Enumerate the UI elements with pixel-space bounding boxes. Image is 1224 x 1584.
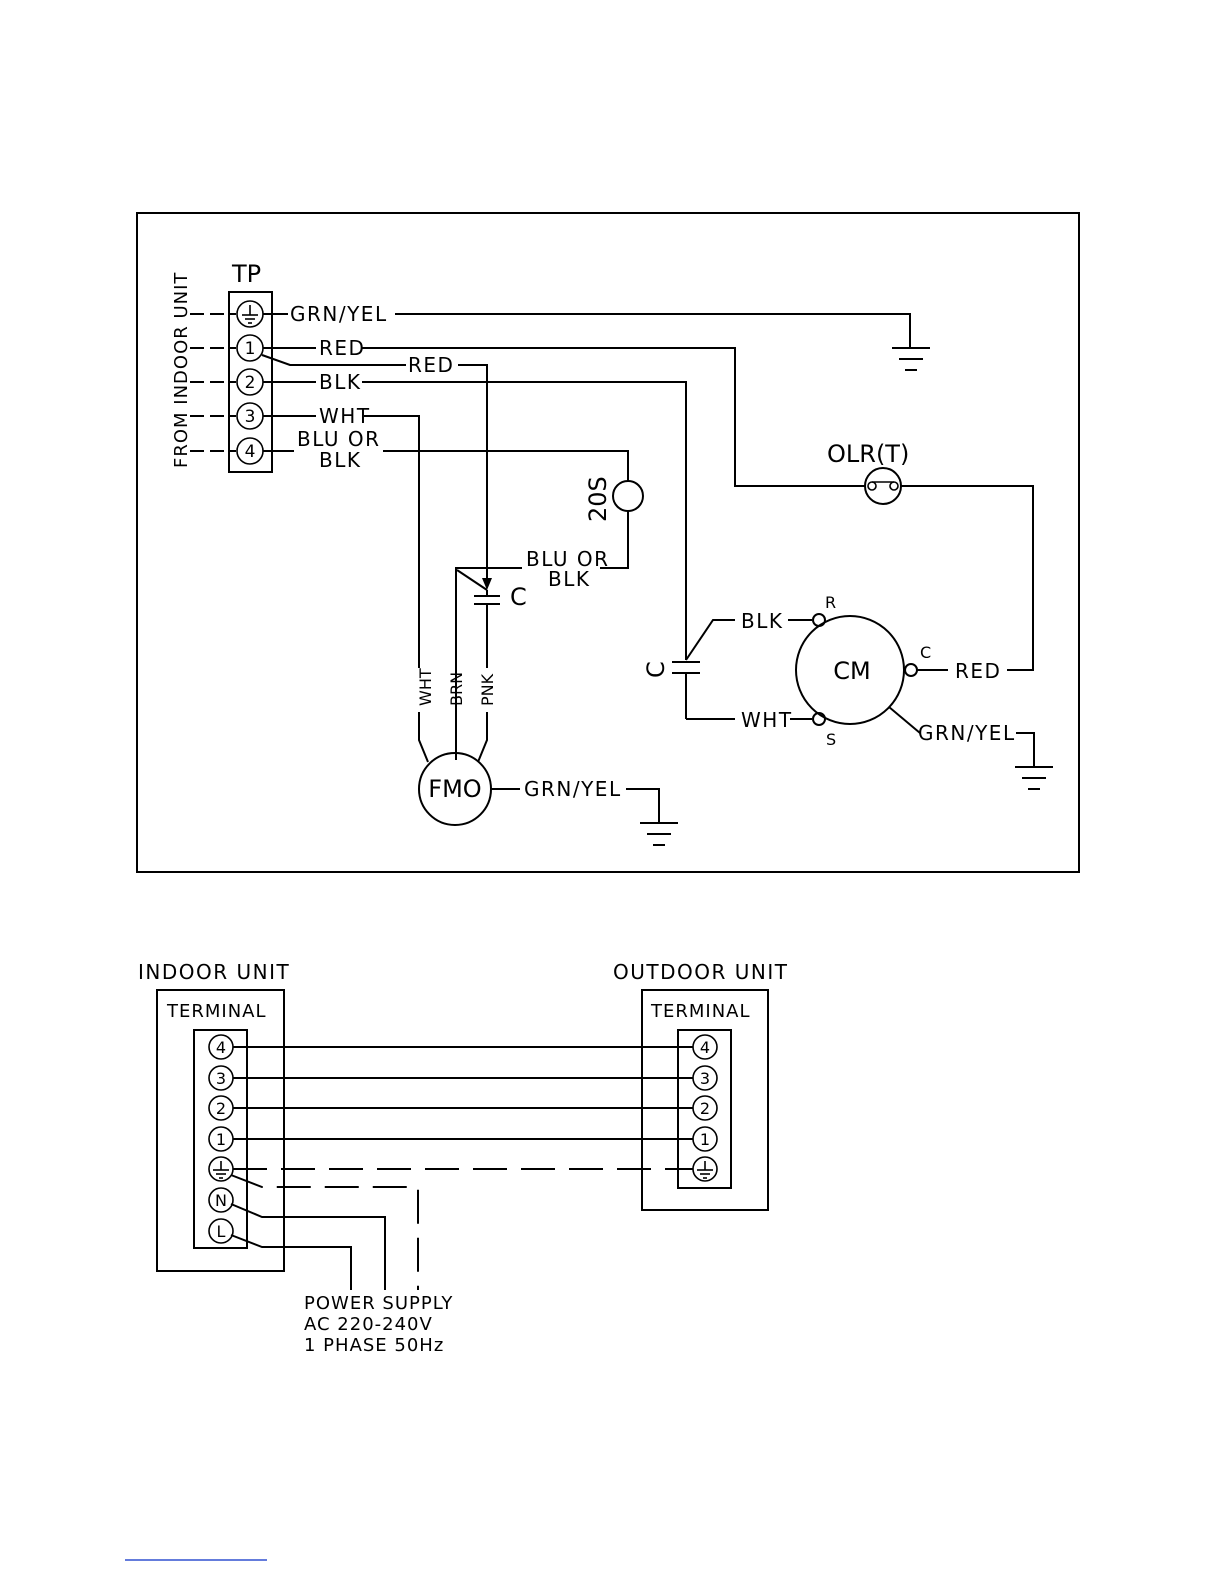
fmo-lead-pnk-label: PNK (478, 673, 497, 706)
power-supply-line-1: POWER SUPPLY (304, 1293, 453, 1314)
wire-t2-blk-label: BLK (319, 370, 361, 394)
comp-wht-label: WHT (741, 708, 793, 732)
comp-red-label: RED (955, 659, 1001, 683)
fmo-lead-brn-label: BRN (447, 672, 466, 706)
overload-label: OLR(T) (827, 440, 909, 468)
ground-symbol-compressor (1015, 767, 1053, 789)
comp-terminal-r-label: R (825, 593, 836, 612)
outdoor-terminal-2: 2 (693, 1096, 717, 1120)
power-supply-line-3: 1 PHASE 50Hz (304, 1335, 444, 1356)
indoor-terminal-4: 4 (209, 1035, 233, 1059)
wire-t2-blk (362, 382, 686, 660)
comp-terminal-s-label: S (826, 730, 836, 749)
tp-terminal-3: 3 (237, 403, 263, 429)
valve-coil-20s (613, 481, 643, 511)
svg-text:N: N (215, 1191, 227, 1210)
svg-text:1: 1 (245, 339, 256, 359)
wire-t3-wht (364, 416, 419, 668)
indoor-terminal-3: 3 (209, 1066, 233, 1090)
valve-20s-label: 20S (584, 476, 612, 522)
fan-motor-label: FMO (428, 775, 481, 803)
svg-text:4: 4 (216, 1038, 226, 1057)
outdoor-terminal-4: 4 (693, 1035, 717, 1059)
outdoor-ground-terminal (693, 1157, 717, 1181)
fmo-lead-wht-label: WHT (416, 668, 435, 706)
fan-cap-label: C (510, 583, 527, 611)
comp-terminal-c (905, 664, 917, 676)
fan-cap-blk-label: BLK (548, 567, 590, 591)
svg-text:4: 4 (245, 442, 256, 462)
tp-terminal-1: 1 (237, 335, 263, 361)
outdoor-terminal-label: TERMINAL (650, 1001, 751, 1022)
power-supply-wires (231, 1175, 418, 1290)
wire-t1-red-branch-label: RED (408, 353, 454, 377)
indoor-terminal-l: L (209, 1219, 233, 1243)
indoor-terminal-label: TERMINAL (166, 1001, 267, 1022)
tp-ground-terminal (237, 301, 263, 327)
tp-terminal-2: 2 (237, 369, 263, 395)
wire-ground (395, 314, 910, 347)
indoor-terminal-n: N (209, 1188, 233, 1212)
indoor-unit-title: INDOOR UNIT (138, 960, 290, 984)
wire-t4-label-2: BLK (319, 448, 361, 472)
svg-text:3: 3 (700, 1069, 710, 1088)
svg-text:2: 2 (245, 373, 256, 393)
overload-protector (865, 468, 901, 504)
outdoor-terminal-1: 1 (693, 1127, 717, 1151)
indoor-terminal-2: 2 (209, 1096, 233, 1120)
outdoor-terminal-3: 3 (693, 1066, 717, 1090)
tp-terminal-4: 4 (237, 438, 263, 464)
comp-terminal-c-label: C (920, 643, 931, 662)
svg-text:3: 3 (216, 1069, 226, 1088)
svg-text:1: 1 (700, 1130, 710, 1149)
schematic-frame (137, 213, 1079, 872)
compressor-capacitor (672, 662, 700, 719)
wire-t3-wht-label: WHT (319, 404, 371, 428)
svg-text:2: 2 (216, 1099, 226, 1118)
svg-text:3: 3 (245, 407, 256, 427)
interconnect-wires (233, 1047, 693, 1169)
fan-capacitor (474, 590, 500, 668)
svg-text:L: L (217, 1222, 226, 1241)
fmo-ground-label: GRN/YEL (524, 777, 622, 801)
wire-t1-red-label: RED (319, 336, 365, 360)
outdoor-unit-title: OUTDOOR UNIT (613, 960, 788, 984)
svg-text:2: 2 (700, 1099, 710, 1118)
power-supply-line-2: AC 220-240V (304, 1314, 433, 1335)
from-indoor-unit-label: FROM INDOOR UNIT (171, 272, 192, 468)
comp-cap-label: C (642, 661, 670, 678)
wire-ground-label: GRN/YEL (290, 302, 388, 326)
svg-text:1: 1 (216, 1130, 226, 1149)
tp-label: TP (231, 260, 261, 288)
compressor-label: CM (833, 657, 870, 685)
indoor-terminal-1: 1 (209, 1127, 233, 1151)
comp-terminal-r (813, 614, 825, 626)
svg-text:4: 4 (700, 1038, 710, 1057)
comp-blk-label: BLK (741, 609, 783, 633)
ground-symbol-top (892, 348, 930, 370)
indoor-ground-terminal (209, 1157, 233, 1181)
ground-symbol-fan (640, 823, 678, 845)
comp-ground-label: GRN/YEL (918, 721, 1016, 745)
